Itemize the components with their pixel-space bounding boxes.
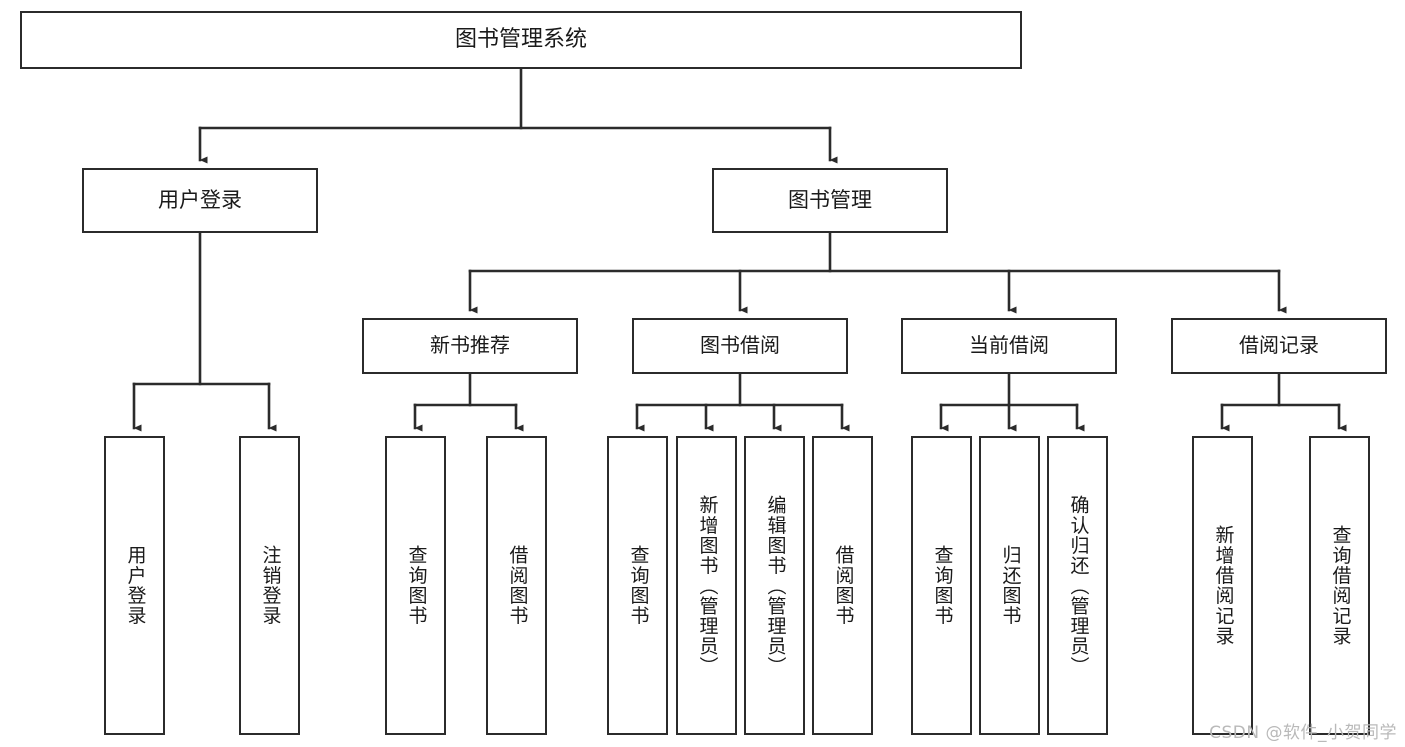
node-leaf-query-book-3-label: 查询图书 (931, 545, 954, 626)
node-leaf-borrow-book-1[interactable]: 借阅图书 (486, 436, 547, 735)
node-root[interactable]: 图书管理系统 (20, 11, 1022, 69)
node-book-manage[interactable]: 图书管理 (712, 168, 948, 233)
node-leaf-add-book-label: 新增图书（管理员） (696, 494, 719, 677)
node-current-borrow[interactable]: 当前借阅 (901, 318, 1117, 374)
node-book-borrow[interactable]: 图书借阅 (632, 318, 848, 374)
node-leaf-edit-book-label: 编辑图书（管理员） (764, 494, 787, 677)
node-leaf-edit-book[interactable]: 编辑图书（管理员） (744, 436, 805, 735)
node-new-book-rec-label: 新书推荐 (430, 333, 510, 358)
node-borrow-record-label: 借阅记录 (1239, 333, 1319, 358)
node-leaf-query-record[interactable]: 查询借阅记录 (1309, 436, 1370, 735)
node-leaf-confirm-return-label: 确认归还（管理员） (1067, 494, 1090, 677)
node-leaf-logout-label: 注销登录 (259, 545, 282, 626)
node-leaf-confirm-return[interactable]: 确认归还（管理员） (1047, 436, 1108, 735)
node-leaf-query-book-1[interactable]: 查询图书 (385, 436, 446, 735)
node-root-label: 图书管理系统 (454, 27, 587, 53)
node-leaf-return-book[interactable]: 归还图书 (979, 436, 1040, 735)
node-leaf-add-record[interactable]: 新增借阅记录 (1192, 436, 1253, 735)
node-leaf-add-book[interactable]: 新增图书（管理员） (676, 436, 737, 735)
node-leaf-user-login-label: 用户登录 (124, 545, 147, 626)
node-leaf-borrow-book-1-label: 借阅图书 (506, 545, 529, 626)
node-leaf-add-record-label: 新增借阅记录 (1212, 525, 1235, 646)
node-leaf-query-book-3[interactable]: 查询图书 (911, 436, 972, 735)
node-leaf-query-book-2-label: 查询图书 (627, 545, 650, 626)
node-user-login[interactable]: 用户登录 (82, 168, 318, 233)
node-leaf-query-record-label: 查询借阅记录 (1329, 525, 1352, 646)
node-leaf-borrow-book-2[interactable]: 借阅图书 (812, 436, 873, 735)
node-leaf-query-book-1-label: 查询图书 (405, 545, 428, 626)
node-borrow-record[interactable]: 借阅记录 (1171, 318, 1387, 374)
node-current-borrow-label: 当前借阅 (969, 333, 1049, 358)
node-leaf-borrow-book-2-label: 借阅图书 (832, 545, 855, 626)
node-book-manage-label: 图书管理 (788, 188, 872, 213)
node-leaf-logout[interactable]: 注销登录 (239, 436, 300, 735)
node-leaf-user-login[interactable]: 用户登录 (104, 436, 165, 735)
node-leaf-return-book-label: 归还图书 (999, 545, 1022, 626)
csdn-watermark: CSDN @软件_小贺同学 (1209, 723, 1397, 743)
node-book-borrow-label: 图书借阅 (700, 333, 780, 358)
node-new-book-rec[interactable]: 新书推荐 (362, 318, 578, 374)
node-user-login-label: 用户登录 (158, 188, 242, 213)
node-leaf-query-book-2[interactable]: 查询图书 (607, 436, 668, 735)
